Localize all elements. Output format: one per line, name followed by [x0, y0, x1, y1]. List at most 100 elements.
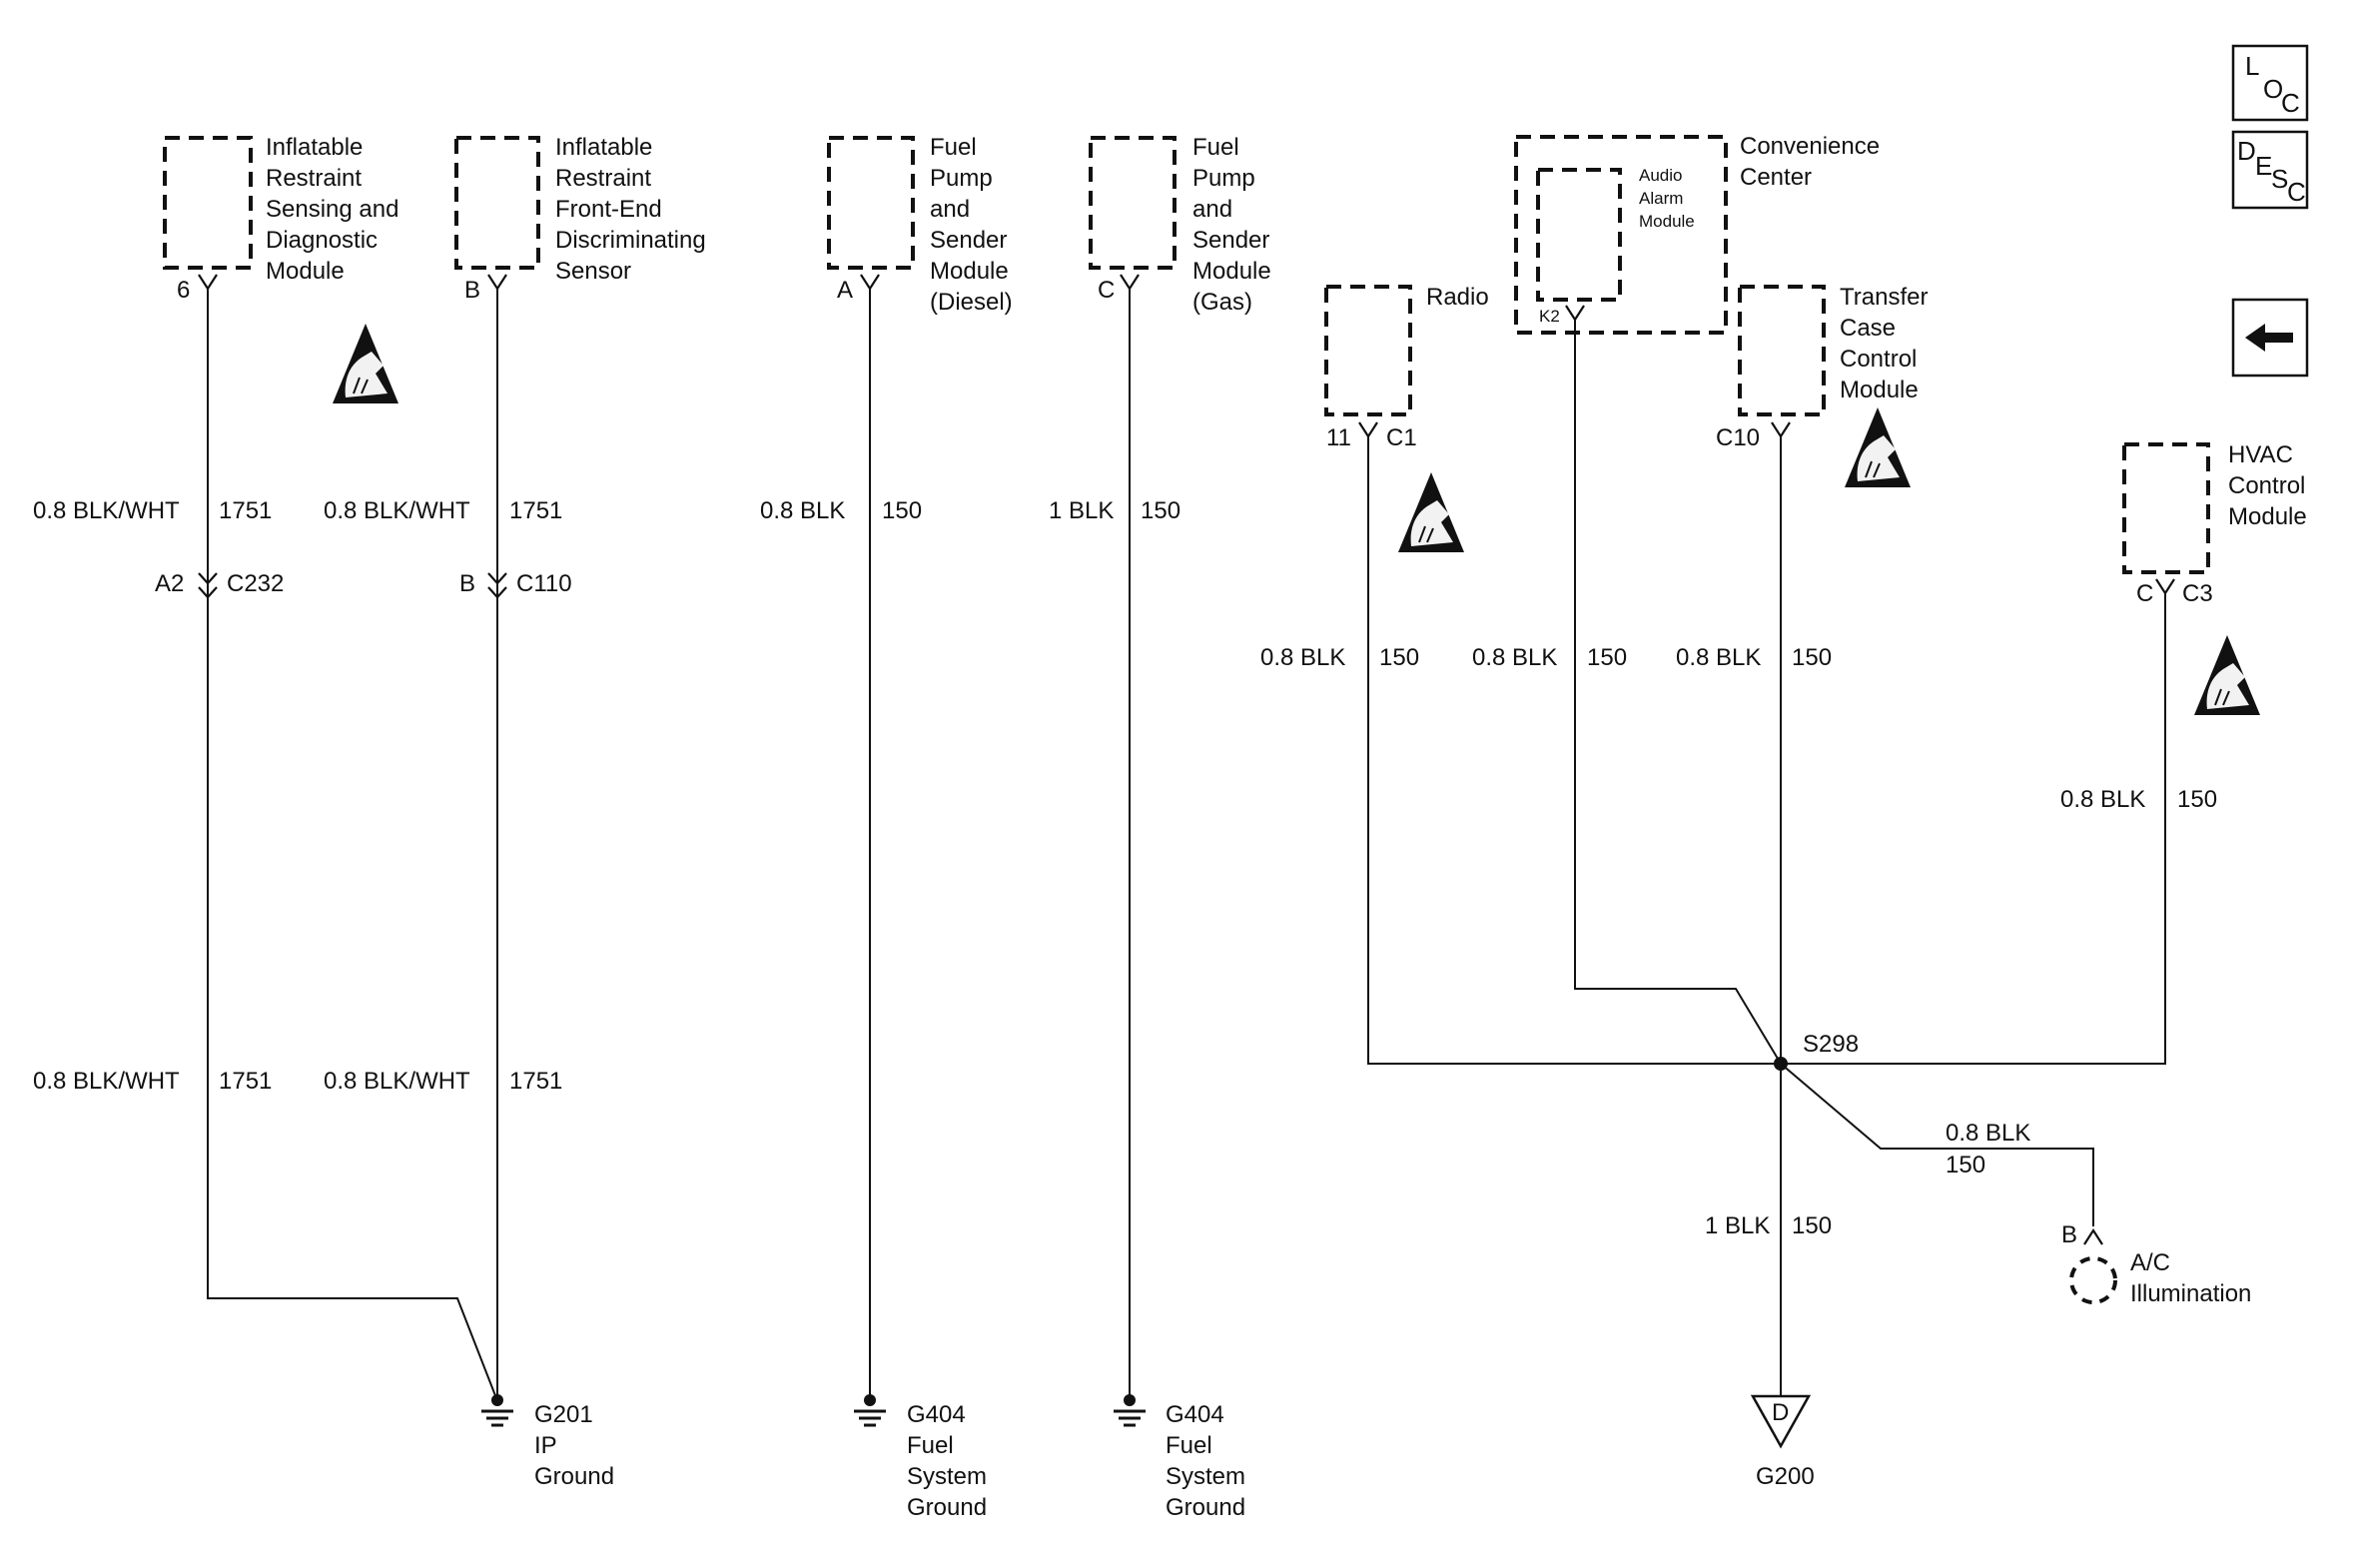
svg-text:Module: Module [930, 258, 1009, 285]
radio-module[interactable] [1324, 285, 1412, 416]
hvac-module[interactable] [2122, 442, 2210, 574]
svg-text:Sensor: Sensor [555, 258, 631, 285]
wire-circuit: 150 [1141, 497, 1180, 524]
splice-label: S298 [1803, 1031, 1859, 1058]
wire-circuit: 150 [1946, 1152, 1985, 1178]
svg-text:Module: Module [1192, 258, 1271, 285]
svg-text:Pump: Pump [930, 165, 993, 192]
svg-text:Ground: Ground [907, 1494, 987, 1521]
svg-text:HVAC: HVAC [2228, 441, 2293, 468]
svg-text:Restraint: Restraint [266, 165, 362, 192]
wire-circuit: 1751 [219, 497, 272, 524]
g404-junction [1124, 1394, 1136, 1406]
convenience-center[interactable] [1514, 135, 1728, 335]
fuel-pump-diesel-module[interactable] [827, 136, 915, 270]
convenience-center-label: Convenience Center [1740, 133, 1880, 191]
audio-alarm-pin: K2 [1539, 307, 1560, 326]
ac-pin: B [2061, 1221, 2077, 1248]
fuel-pump-gas-label: Fuel Pump and Sender Module (Gas) [1192, 134, 1271, 316]
svg-text:Transfer: Transfer [1840, 284, 1928, 311]
wire-size: 0.8 BLK [2060, 786, 2145, 813]
wire-150-hvac[interactable] [1781, 593, 2166, 1065]
g200-ground-icon[interactable] [1750, 1394, 1812, 1449]
wire-size: 0.8 BLK/WHT [33, 497, 180, 524]
c110-pin: B [459, 570, 475, 597]
svg-text:Center: Center [1740, 164, 1812, 191]
svg-text:(Gas): (Gas) [1192, 289, 1252, 316]
svg-text:G404: G404 [1166, 1401, 1224, 1428]
loc-button[interactable]: L O C [2231, 44, 2309, 122]
audio-alarm-label: Audio Alarm Module [1639, 166, 1695, 231]
wire-circuit: 1751 [219, 1068, 272, 1095]
svg-text:Ground: Ground [534, 1463, 614, 1490]
svg-text:Fuel: Fuel [1166, 1432, 1212, 1459]
svg-text:Discriminating: Discriminating [555, 227, 706, 254]
svg-text:and: and [930, 196, 970, 223]
desc-button[interactable]: D E S C [2231, 130, 2309, 210]
svg-text:Illumination: Illumination [2130, 1280, 2251, 1307]
svg-text:G201: G201 [534, 1401, 593, 1428]
loc-letter: L [2245, 51, 2259, 81]
svg-text:Convenience: Convenience [1740, 133, 1880, 160]
wire-size: 0.8 BLK [1472, 644, 1557, 671]
bulb-icon[interactable] [2069, 1256, 2117, 1304]
transfer-case-module[interactable] [1738, 285, 1826, 416]
irfeds-label: Inflatable Restraint Front-End Discrimin… [555, 134, 706, 285]
back-button[interactable] [2231, 298, 2309, 378]
irsdm-module[interactable] [163, 136, 253, 270]
svg-text:Pump: Pump [1192, 165, 1255, 192]
desc-letter: C [2287, 177, 2306, 207]
wire-circuit: 150 [2177, 786, 2217, 813]
irfeds-sensor[interactable] [454, 136, 540, 270]
svg-text:Audio: Audio [1639, 166, 1682, 185]
g404-junction [864, 1394, 876, 1406]
ground-symbol-icon [852, 1409, 888, 1427]
radio-connector-label: C1 [1386, 424, 1417, 451]
wire-circuit: 1751 [509, 1068, 562, 1095]
esd-warning-icon [2193, 634, 2261, 716]
loc-letter: C [2281, 88, 2300, 118]
svg-text:Sender: Sender [1192, 227, 1269, 254]
audio-alarm-module[interactable] [1536, 168, 1622, 302]
hvac-connector-icon [2154, 577, 2176, 595]
g201-label: G201 IP Ground [534, 1401, 614, 1490]
irfeds-pin: B [464, 277, 480, 304]
wire-size: 0.8 BLK/WHT [324, 1068, 470, 1095]
svg-text:Module: Module [1840, 377, 1919, 403]
transfer-case-connector-icon [1770, 420, 1792, 438]
wire-size: 0.8 BLK [1676, 644, 1761, 671]
wire-size: 1 BLK [1705, 1212, 1770, 1239]
wire-150-audio[interactable] [1574, 320, 1782, 1065]
g200-letter: D [1772, 1399, 1789, 1426]
left-arrow-icon [2245, 324, 2293, 352]
wire-size: 0.8 BLK [1260, 644, 1345, 671]
esd-warning-icon [332, 323, 399, 404]
c232-pin: A2 [155, 570, 184, 597]
splice-s298[interactable] [1774, 1057, 1788, 1071]
hvac-connector-label: C3 [2182, 580, 2213, 607]
ground-symbol-icon [1112, 1409, 1148, 1427]
svg-text:IP: IP [534, 1432, 557, 1459]
irsdm-connector-icon [197, 273, 219, 291]
svg-text:Sensing and: Sensing and [266, 196, 398, 223]
svg-text:Inflatable: Inflatable [266, 134, 363, 161]
svg-text:Alarm: Alarm [1639, 189, 1683, 208]
radio-pin: 11 [1326, 424, 1351, 451]
fuel-pump-diesel-label: Fuel Pump and Sender Module (Diesel) [930, 134, 1013, 316]
wire-150-radio[interactable] [1367, 436, 1781, 1065]
wire-150-ac[interactable] [1780, 1063, 2094, 1226]
ground-symbol-icon [479, 1409, 515, 1427]
wire-1751-a[interactable] [207, 289, 497, 1399]
svg-text:Module: Module [1639, 212, 1695, 231]
irsdm-pin: 6 [177, 277, 190, 304]
svg-text:G404: G404 [907, 1401, 966, 1428]
wire-circuit: 150 [1379, 644, 1419, 671]
svg-text:Inflatable: Inflatable [555, 134, 652, 161]
svg-text:Front-End: Front-End [555, 196, 662, 223]
svg-text:System: System [907, 1463, 987, 1490]
fuel-pump-gas-module[interactable] [1089, 136, 1176, 270]
wire-size: 0.8 BLK [760, 497, 845, 524]
loc-letter: O [2263, 74, 2283, 104]
svg-text:Control: Control [2228, 472, 2305, 499]
svg-text:Diagnostic: Diagnostic [266, 227, 378, 254]
